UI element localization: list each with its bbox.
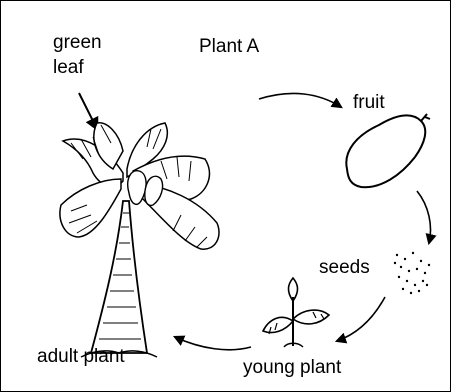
label-seeds: seeds (319, 257, 370, 279)
seed-dot (416, 268, 418, 270)
seed-dot (408, 270, 410, 272)
seed-dot (394, 262, 396, 264)
arrow-seeds-to-young-plant (337, 297, 385, 341)
seed-dot (396, 254, 398, 256)
label-green: green (53, 32, 102, 54)
seed-dot (402, 288, 404, 290)
arrow-fruit-to-seeds (417, 191, 431, 243)
title-plant-a: Plant A (199, 36, 259, 58)
adult-papaya-tree (60, 123, 219, 357)
seed-dot (428, 264, 430, 266)
seed-dot (398, 276, 400, 278)
seed-dot (418, 290, 420, 292)
seed-dot (404, 258, 406, 260)
young-plant (263, 278, 329, 347)
seed-dot (424, 272, 426, 274)
papaya-fruit (346, 114, 430, 187)
seed-dot (410, 292, 412, 294)
seeds-dots (394, 252, 430, 294)
seed-dot (400, 266, 402, 268)
seed-dot (420, 260, 422, 262)
seed-dot (426, 284, 428, 286)
label-fruit: fruit (353, 92, 385, 114)
seed-dot (422, 280, 424, 282)
arrow-green-leaf-pointer (79, 93, 97, 129)
arrow-tree-to-fruit (259, 93, 341, 107)
label-leaf: leaf (53, 57, 84, 79)
seed-dot (412, 252, 414, 254)
label-adult-plant: adult plant (37, 346, 125, 368)
seed-dot (406, 280, 408, 282)
seed-dot (414, 284, 416, 286)
label-young-plant: young plant (243, 357, 341, 379)
arrow-young-plant-to-adult (175, 337, 251, 350)
